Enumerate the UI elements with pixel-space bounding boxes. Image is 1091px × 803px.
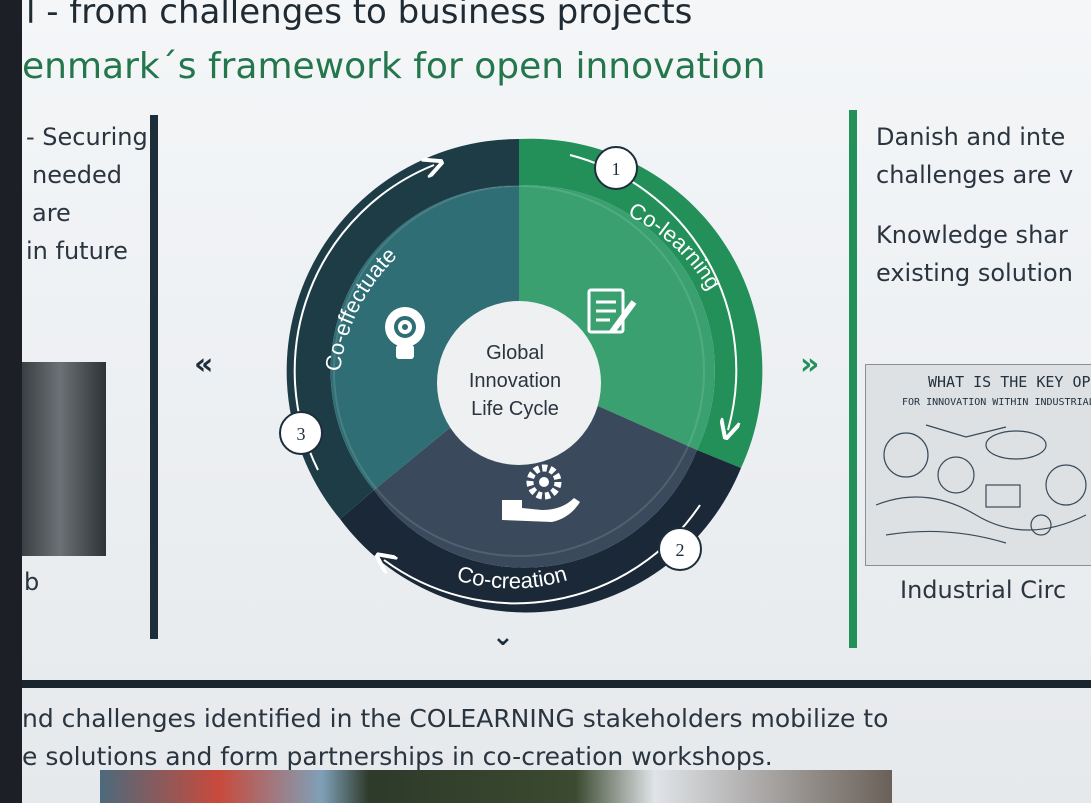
right-panel-caption: Industrial Circ xyxy=(900,576,1067,604)
slide-title-line-2: enmark´s framework for open innovation xyxy=(22,46,766,87)
center-label-line-1: Global xyxy=(486,342,544,364)
right-panel-divider xyxy=(849,110,857,648)
left-text-line: in future xyxy=(26,237,128,265)
lightbulb-gear-icon xyxy=(385,307,425,359)
document-pencil-icon xyxy=(587,288,637,334)
phase-3-number: 3 xyxy=(297,424,306,444)
right-text-line: challenges are v xyxy=(876,161,1074,189)
phase-2-badge xyxy=(658,527,702,571)
phase-2-number: 2 xyxy=(676,540,685,560)
down-arrow[interactable]: ⌄ xyxy=(492,622,514,652)
workshop-photo-strip xyxy=(100,770,892,803)
section-divider xyxy=(22,680,1091,688)
right-text-line: Knowledge shar xyxy=(876,221,1068,249)
left-text-line: are xyxy=(32,199,71,227)
ring-divider xyxy=(333,185,705,557)
slide-title-line-1: l - from challenges to business projects xyxy=(26,0,693,32)
co-learning-outer-segment xyxy=(519,138,763,469)
presentation-slide: l - from challenges to business projects… xyxy=(22,0,1091,803)
previous-arrow[interactable]: « xyxy=(194,347,214,382)
phase-1-badge xyxy=(594,146,638,190)
right-panel-text: Danish and inte challenges are v Knowled… xyxy=(876,118,1091,292)
bottom-line-2: e solutions and form partnerships in co-… xyxy=(22,742,773,771)
left-text-line: - Securing xyxy=(26,123,148,151)
center-label-line-3: Life Cycle xyxy=(471,398,559,420)
sketch-heading: WHAT IS THE KEY OPPO xyxy=(928,373,1091,391)
cycle-center-circle xyxy=(437,301,601,465)
hand-gear-icon xyxy=(502,464,580,522)
sketch-subheading: FOR INNOVATION WITHIN INDUSTRIAL CI xyxy=(902,397,1091,408)
left-panel-text: - Securing needed are in future xyxy=(22,118,150,270)
next-arrow[interactable]: » xyxy=(800,347,820,382)
phase-3-badge xyxy=(279,411,323,455)
bottom-line-1: nd challenges identified in the COLEARNI… xyxy=(22,704,889,733)
right-text-line: existing solution xyxy=(876,259,1073,287)
co-creation-outer-segment xyxy=(340,450,741,613)
left-text-line: needed xyxy=(32,161,122,189)
co-effectuate-outer-segment xyxy=(286,138,519,519)
left-panel-photo xyxy=(22,362,106,556)
left-panel-caption: b xyxy=(24,568,40,596)
co-effectuate-inner-segment xyxy=(330,185,519,490)
innovation-cycle-diagram: Global Innovation Life Cycle Co-learning… xyxy=(279,138,763,613)
bottom-description: nd challenges identified in the COLEARNI… xyxy=(22,700,888,776)
right-panel-sketch-image: WHAT IS THE KEY OPPO FOR INNOVATION WITH… xyxy=(865,364,1091,566)
right-text-line: Danish and inte xyxy=(876,123,1066,151)
center-label-line-2: Innovation xyxy=(469,370,561,392)
phase-1-number: 1 xyxy=(612,159,621,179)
sketch-doodles xyxy=(875,424,1087,544)
left-panel-divider xyxy=(150,115,158,639)
